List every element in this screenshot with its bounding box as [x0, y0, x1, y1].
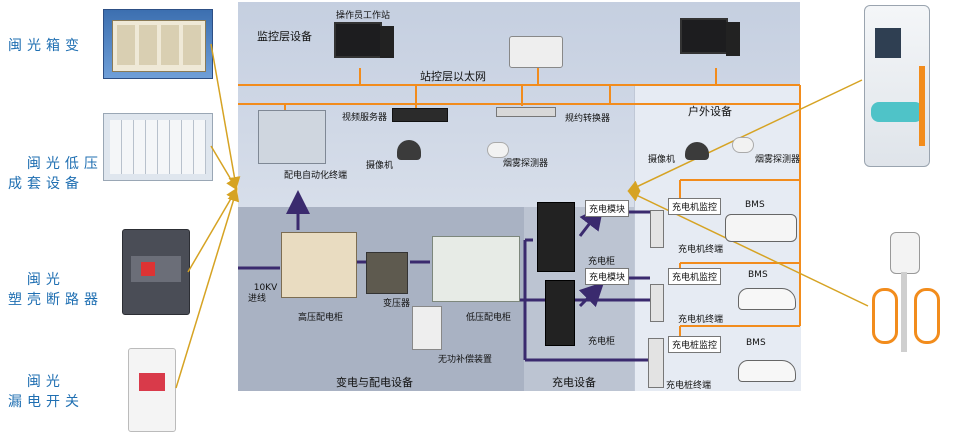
product-box-substation-image [103, 9, 213, 79]
operator-monitor [334, 22, 382, 58]
dist-auto-terminal [258, 110, 326, 164]
charge-module-2: 充电模块 [585, 268, 630, 285]
ac-pile-image [868, 228, 940, 358]
transformer [366, 252, 408, 294]
charge-module-1: 充电模块 [585, 200, 630, 217]
pile-terminal-label: 充电桩终端 [666, 381, 712, 391]
camera-2-label: 摄像机 [648, 155, 676, 165]
smoke-detector-1 [487, 142, 509, 158]
product-label-mccb: 闽光 塑壳断路器 [8, 272, 103, 308]
product-mccb-image [122, 229, 190, 315]
kv10-label: 10KV 进线 [248, 283, 278, 304]
reactive-label: 无功补偿装置 [438, 355, 493, 365]
smoke-detector-2 [732, 137, 754, 153]
charge-section-title: 充电设备 [552, 376, 596, 389]
camera-2 [685, 142, 709, 160]
bms-1: BMS [745, 200, 765, 210]
lv-cabinet-label: 低压配电柜 [466, 313, 512, 323]
product-lv-switchgear-image [103, 113, 213, 181]
transformer-label: 变压器 [383, 299, 411, 309]
workstation-monitor-right [680, 18, 728, 54]
dc-charger-image [864, 5, 930, 167]
hv-cabinet [281, 232, 357, 298]
product-label-rcd: 闽光 漏电开关 [8, 374, 84, 410]
charger-terminal-2-label: 充电机终端 [678, 315, 724, 325]
reactive-compensation [412, 306, 442, 350]
protocol-converter [496, 107, 556, 117]
smoke-detector-1-label: 烟雾探测器 [503, 159, 549, 169]
camera-1-label: 摄像机 [366, 161, 394, 171]
outdoor-label: 户外设备 [688, 105, 732, 118]
charger-monitor-1: 充电机监控 [668, 198, 722, 215]
charger-monitor-2: 充电机监控 [668, 268, 722, 285]
charge-cabinet-1 [537, 202, 575, 272]
video-server-label: 视频服务器 [342, 113, 388, 123]
dist-auto-label: 配电自动化终端 [284, 171, 348, 181]
smoke-detector-2-label: 烟雾探测器 [755, 155, 801, 165]
product-label-box-substation: 闽光箱变 [8, 38, 84, 54]
video-server [392, 108, 448, 122]
substation-section-title: 变电与配电设备 [336, 376, 413, 389]
lv-cabinet [432, 236, 520, 302]
car-image-2 [738, 360, 796, 382]
product-label-lv-switchgear: 闽光低压 成套设备 [8, 156, 103, 192]
protocol-converter-label: 规约转换器 [565, 114, 611, 124]
pile-terminal [648, 338, 664, 388]
charge-cabinet-1-label: 充电柜 [588, 257, 616, 267]
charge-cabinet-2-label: 充电柜 [588, 337, 616, 347]
camera-1 [397, 140, 421, 160]
ethernet-label: 站控层以太网 [420, 70, 486, 83]
pile-monitor: 充电桩监控 [668, 336, 722, 353]
charger-terminal-2 [650, 284, 664, 322]
bus-image [725, 214, 797, 242]
workstation-tower-right [726, 22, 740, 56]
printer [509, 36, 563, 68]
operator-tower [380, 26, 394, 58]
car-image-1 [738, 288, 796, 310]
charger-terminal-1 [650, 210, 664, 248]
bms-2: BMS [748, 270, 768, 280]
charger-terminal-1-label: 充电机终端 [678, 245, 724, 255]
operator-ws-label: 操作员工作站 [336, 11, 391, 21]
hv-cabinet-label: 高压配电柜 [298, 313, 344, 323]
bms-3: BMS [746, 338, 766, 348]
product-rcd-image [128, 348, 176, 432]
monitor-layer-title: 监控层设备 [257, 30, 312, 43]
charge-cabinet-2 [545, 280, 575, 346]
